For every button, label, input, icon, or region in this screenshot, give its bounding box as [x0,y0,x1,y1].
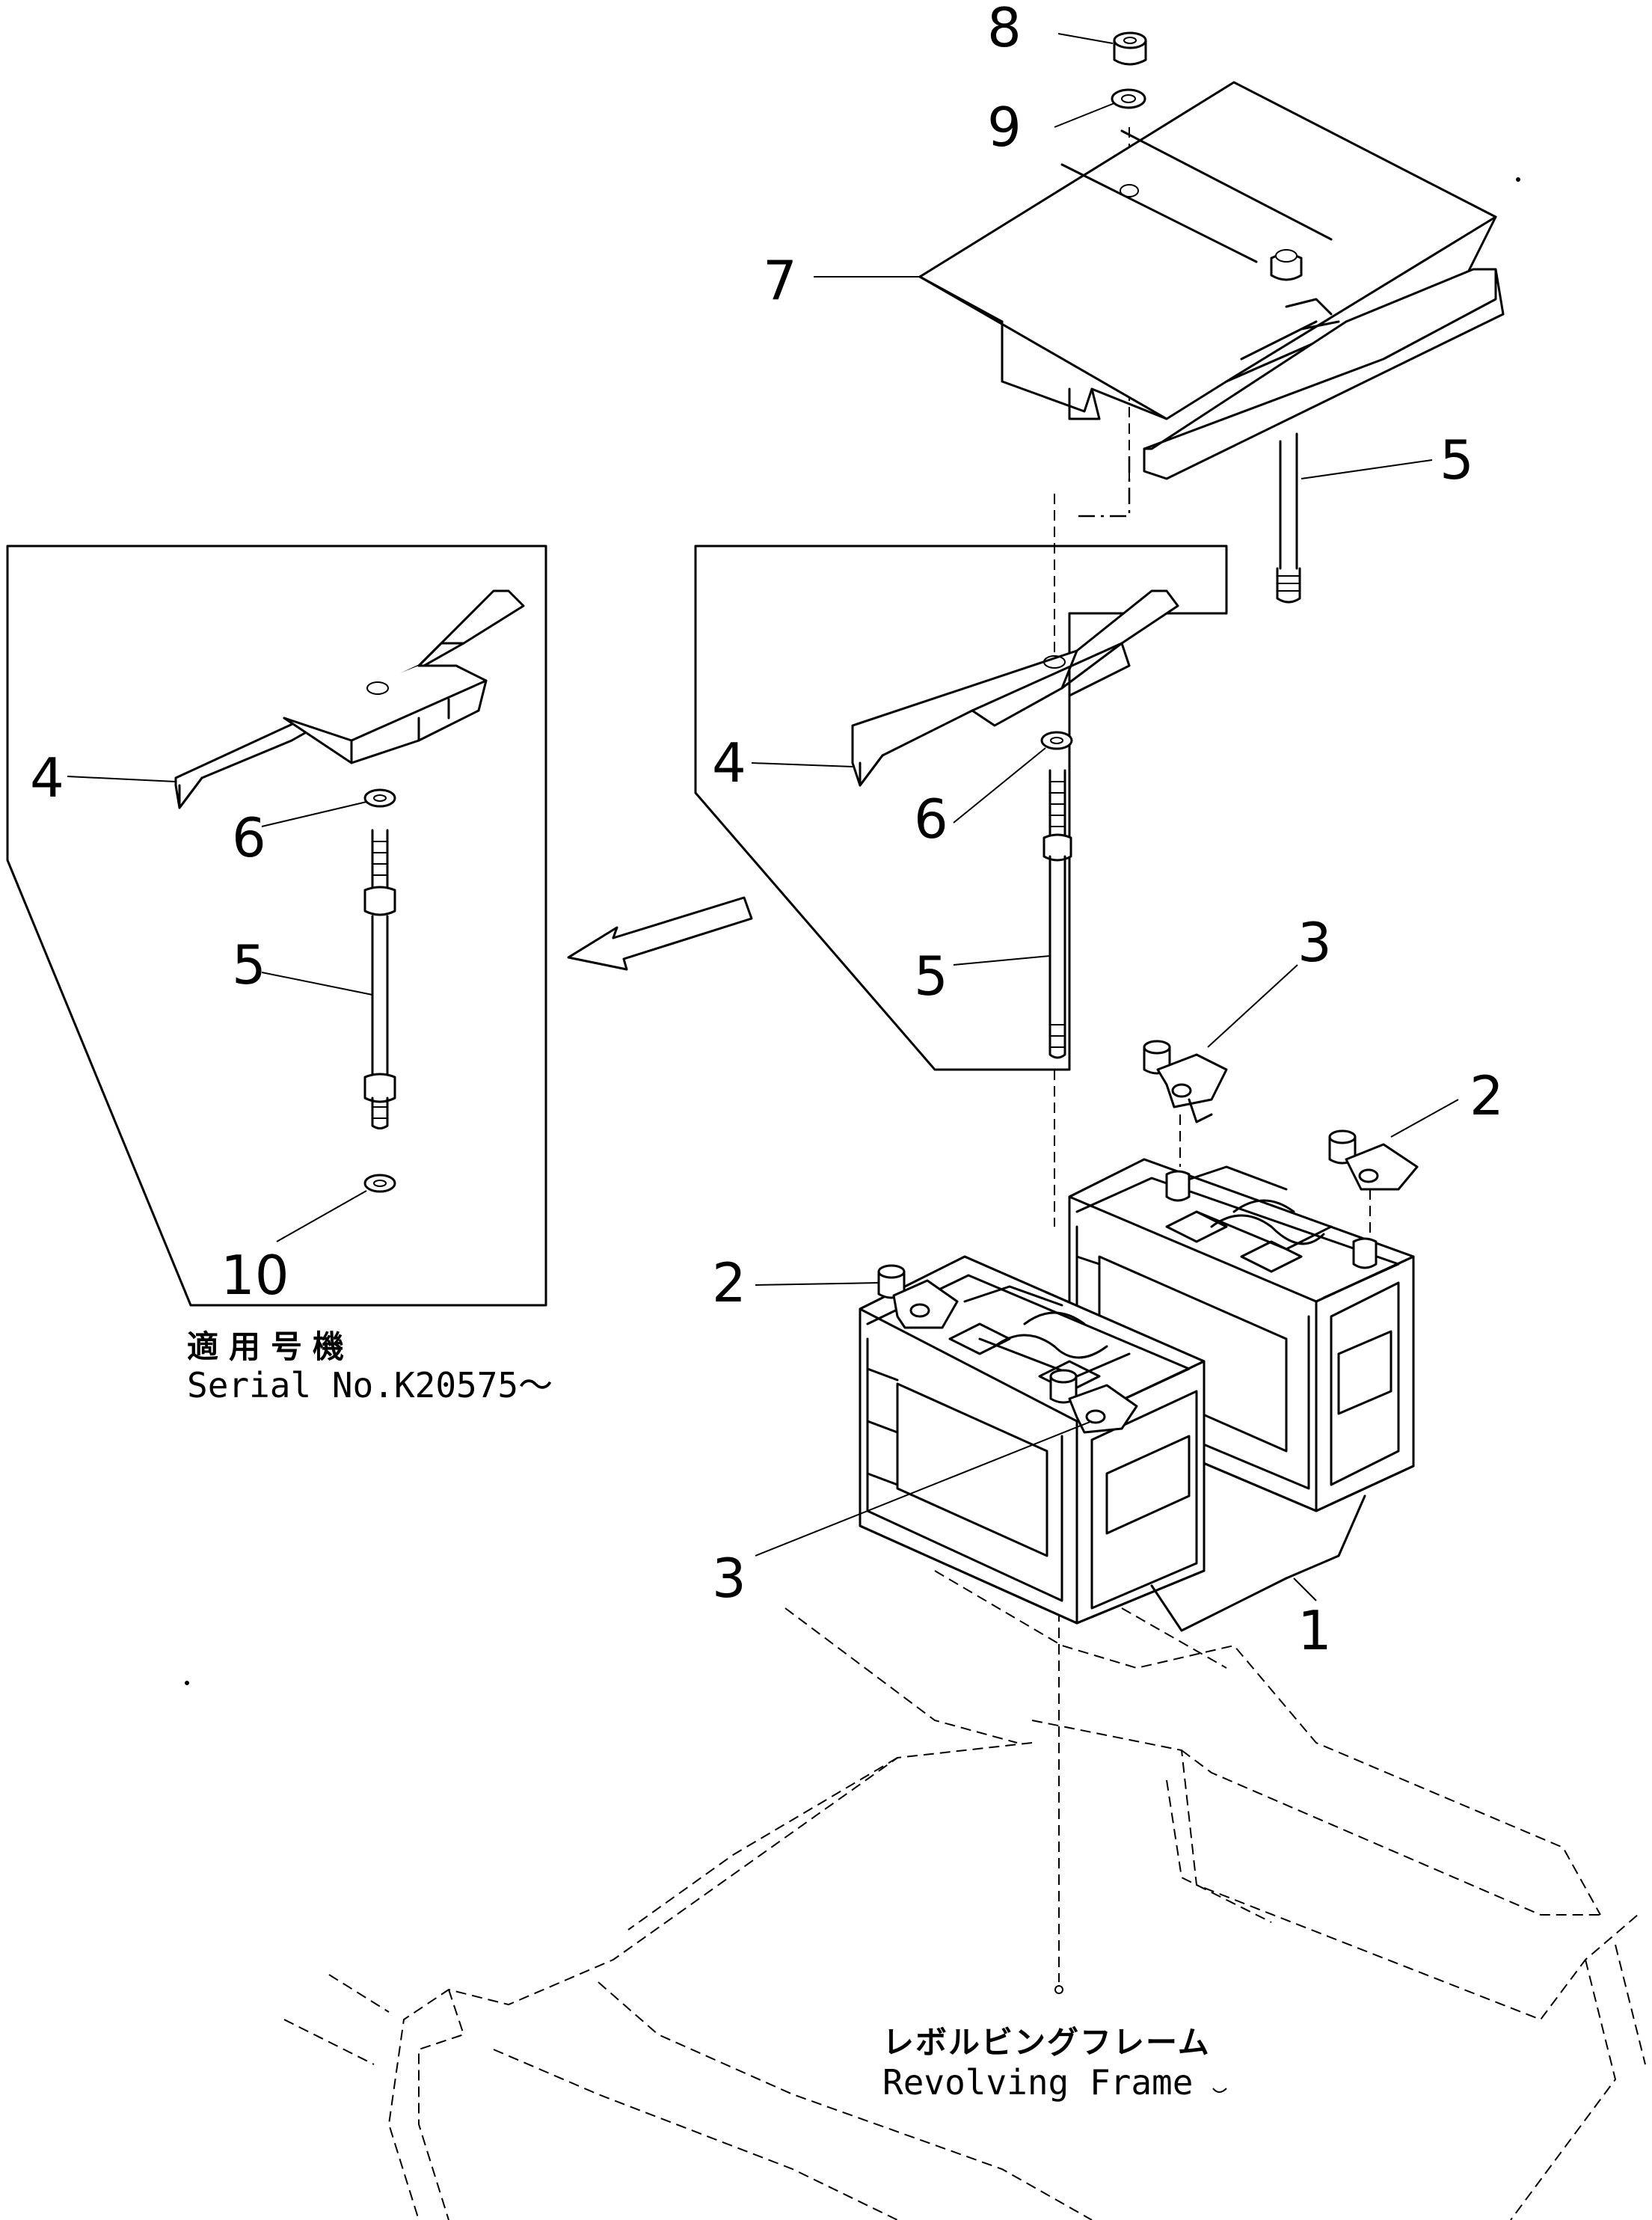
center-lines [1054,127,1131,1994]
nut-8 [1113,31,1147,66]
terminal-3-lower [1049,1369,1138,1434]
callout-3-lower: 3 [712,1547,746,1610]
inset-caption-jp: 適用号機 [187,1328,354,1365]
frame-caption-en: Revolving Frame [882,2062,1193,2103]
callout-labels: 8 9 7 5 4 6 5 3 2 2 3 1 4 6 5 10 [30,0,1504,1662]
terminal-3-upper [1143,1040,1228,1167]
rod-5-left [363,829,396,1129]
revolving-frame [283,1570,1646,2220]
callout-2-upper: 2 [1470,1064,1504,1127]
leader-lines [67,33,1459,1601]
left-panel [6,545,547,1307]
callout-4-middle: 4 [712,732,746,794]
callout-8: 8 [987,0,1022,59]
direction-arrow [567,896,753,971]
inset-caption: 適用号機 Serial No.K20575～ [187,1328,553,1405]
callout-5-left: 5 [232,933,266,996]
battery-cover [918,81,1505,480]
dot-mark [1516,177,1520,182]
brace-1 [1150,1494,1366,1632]
callout-2-lower: 2 [712,1251,746,1314]
bracket-4-left [174,589,525,809]
callout-5-middle: 5 [914,945,948,1008]
rod-5-upper [1276,432,1301,604]
callout-1: 1 [1298,1599,1332,1662]
callout-7: 7 [763,249,797,312]
callout-6-middle: 6 [914,788,948,850]
callout-4-left: 4 [30,746,64,809]
inset-caption-en: Serial No.K20575～ [187,1365,553,1405]
terminal-2-lower [877,1264,959,1329]
washer-10 [363,1174,396,1193]
washer-9 [1111,88,1146,109]
washer-6-middle [1040,731,1073,750]
callout-5-upper: 5 [1440,429,1474,491]
dot-mark [185,1681,189,1685]
washer-6-left [363,788,396,808]
terminal-2-upper [1328,1129,1419,1234]
frame-caption-mark [1212,2088,1227,2093]
callout-3-upper: 3 [1298,911,1332,974]
battery-front [859,1255,1206,1625]
callout-6-left: 6 [232,806,266,869]
frame-caption-jp: レボルビングフレーム [882,2024,1211,2061]
frame-caption: レボルビングフレーム Revolving Frame [882,2024,1227,2103]
rod-5-middle [1043,769,1072,1059]
callout-10: 10 [221,1244,289,1307]
bracket-4-middle [851,589,1179,787]
callout-9: 9 [987,96,1022,159]
